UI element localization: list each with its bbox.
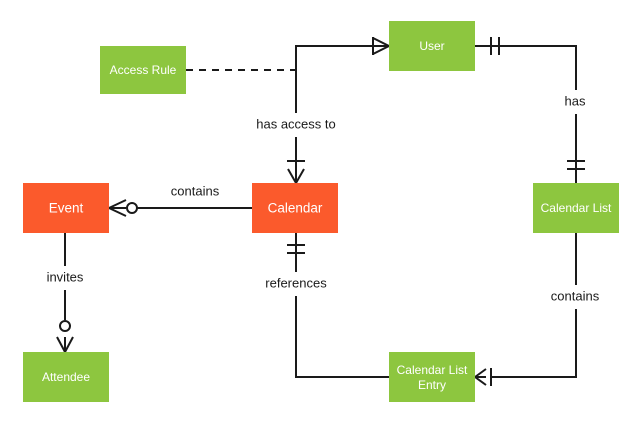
crowfoot-calendar-access (287, 168, 305, 184)
connector-contains-calendar (108, 199, 252, 217)
line-user-to-calendar-list (475, 45, 577, 90)
line-references-to-entry (295, 296, 389, 378)
relationship-label-has: has (565, 93, 586, 108)
crowfoot-user-access (372, 37, 390, 55)
circle-attendee-invites (59, 320, 71, 332)
entity-event-rect[interactable] (23, 183, 109, 233)
entity-event-label: Event (49, 201, 84, 216)
entity-calendar-list-rect[interactable] (533, 183, 619, 233)
entity-event[interactable]: Event (23, 183, 109, 233)
entity-calendar-list-label: Calendar List (541, 201, 612, 215)
crowfoot-attendee-invites (56, 336, 74, 353)
relationship-label-contains-entry: contains (551, 288, 600, 303)
entity-calendar-rect[interactable] (252, 183, 338, 233)
relationship-label-invites: invites (47, 269, 84, 284)
entity-attendee-rect[interactable] (23, 352, 109, 402)
entity-access-rule[interactable]: Access Rule (100, 46, 186, 94)
connector-has-access-to (287, 37, 390, 184)
relationship-label-contains-calendar: contains (171, 183, 220, 198)
entity-access-rule-rect[interactable] (100, 46, 186, 94)
line-user-to-calendar (295, 45, 389, 113)
entity-attendee-label: Attendee (42, 370, 90, 384)
entity-calendar[interactable]: Calendar (252, 183, 338, 233)
entity-calendar-list[interactable]: Calendar List (533, 183, 619, 233)
entity-calendar-list-entry-label-line2: Entry (418, 378, 446, 392)
connector-has (475, 37, 585, 183)
entity-user[interactable]: User (389, 21, 475, 71)
crowfoot-event-contains (108, 199, 127, 217)
line-contains-to-entry (491, 309, 577, 378)
entity-attendee[interactable]: Attendee (23, 352, 109, 402)
entity-calendar-list-entry-label-line1: Calendar List (397, 363, 468, 377)
entity-access-rule-label: Access Rule (110, 63, 177, 77)
connector-references (287, 233, 389, 378)
circle-event-contains (126, 202, 138, 214)
entity-calendar-list-entry[interactable]: Calendar List Entry (389, 352, 475, 402)
entity-calendar-list-entry-rect[interactable] (389, 352, 475, 402)
connector-invites (56, 233, 74, 353)
entity-user-rect[interactable] (389, 21, 475, 71)
connector-contains-entry (474, 233, 577, 386)
relationship-label-has-access-to: has access to (256, 116, 336, 131)
entity-user-label: User (419, 39, 444, 53)
crowfoot-entry-contains (474, 368, 487, 386)
entity-calendar-label: Calendar (268, 201, 323, 216)
relationship-label-references: references (265, 275, 327, 290)
